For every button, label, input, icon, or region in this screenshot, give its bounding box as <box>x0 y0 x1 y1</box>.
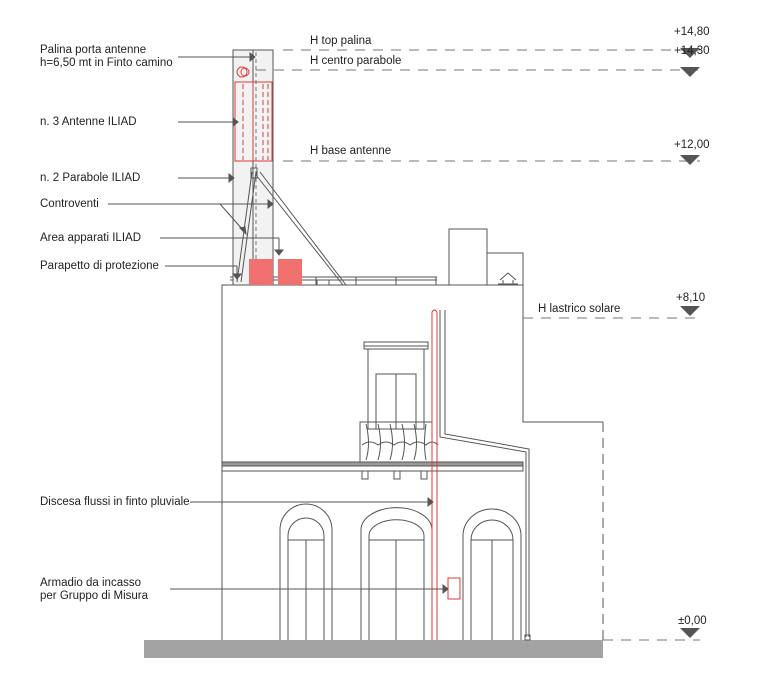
label-line: h=6,50 mt in Finto camino <box>40 57 173 69</box>
level-lines <box>256 49 700 641</box>
label-armadio: Armadio da incasso per Gruppo di Misura <box>40 577 148 603</box>
level-name: H base antenne <box>310 145 392 157</box>
label-parabole: n. 2 Parabole ILIAD <box>40 172 141 184</box>
building-outline <box>221 228 604 641</box>
label-line: per Gruppo di Misura <box>40 590 149 602</box>
fiber-downpipe <box>431 309 461 640</box>
level-name: H centro parabole <box>310 55 402 67</box>
level-markers <box>680 48 700 638</box>
level-value: +8,10 <box>676 292 706 304</box>
level-value: ±0,00 <box>678 615 707 627</box>
label-line: Armadio da incasso <box>40 577 141 589</box>
label-palina: Palina porta antenne h=6,50 mt in Finto … <box>40 44 173 70</box>
ground <box>144 640 603 658</box>
label-parapetto: Parapetto di protezione <box>40 260 159 272</box>
level-value: +14,80 <box>674 26 710 38</box>
label-discesa: Discesa flussi in finto pluviale <box>40 496 190 508</box>
label-antenne: n. 3 Antenne ILIAD <box>40 116 137 128</box>
level-value: +12,00 <box>674 139 710 151</box>
level-name: H lastrico solare <box>538 303 621 315</box>
label-controventi: Controventi <box>40 198 99 210</box>
fake-chimney <box>232 49 347 286</box>
meter-cabinet <box>447 577 461 600</box>
label-line: Palina porta antenne <box>40 44 147 56</box>
leader-lines <box>108 51 449 595</box>
level-name: H top palina <box>310 35 372 47</box>
level-value: +14,30 <box>674 45 710 57</box>
equipment-box <box>278 259 302 285</box>
equipment-box <box>249 259 273 285</box>
label-area-apparati: Area apparati ILIAD <box>40 232 142 244</box>
